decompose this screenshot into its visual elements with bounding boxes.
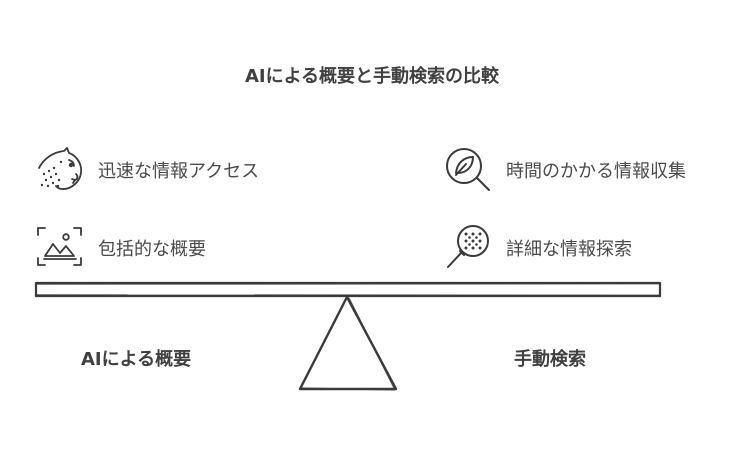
seesaw-beam bbox=[34, 281, 662, 298]
magnifier-dots-icon bbox=[447, 225, 489, 268]
magnifier-leaf-icon bbox=[446, 148, 490, 191]
cheetah-icon bbox=[38, 147, 83, 190]
left-item-2-label: 包括的な概要 bbox=[98, 239, 206, 260]
diagram-title: AIによる概要と手動検索の比較 bbox=[244, 66, 500, 87]
right-item-detailed-search: 詳細な情報探索 bbox=[444, 224, 632, 272]
seesaw-fulcrum bbox=[298, 295, 398, 391]
right-side-label: 手動検索 bbox=[514, 349, 586, 370]
right-item-time-consuming: 時間のかかる情報収集 bbox=[444, 146, 686, 194]
left-item-1-label: 迅速な情報アクセス bbox=[98, 161, 260, 182]
left-item-fast-access: 迅速な情報アクセス bbox=[36, 146, 259, 194]
image-frame-icon bbox=[37, 227, 82, 266]
left-item-overview: 包括的な概要 bbox=[36, 224, 206, 272]
right-item-1-label: 時間のかかる情報収集 bbox=[506, 161, 686, 182]
left-side-label: AIによる概要 bbox=[81, 349, 192, 370]
right-item-2-label: 詳細な情報探索 bbox=[506, 239, 632, 260]
